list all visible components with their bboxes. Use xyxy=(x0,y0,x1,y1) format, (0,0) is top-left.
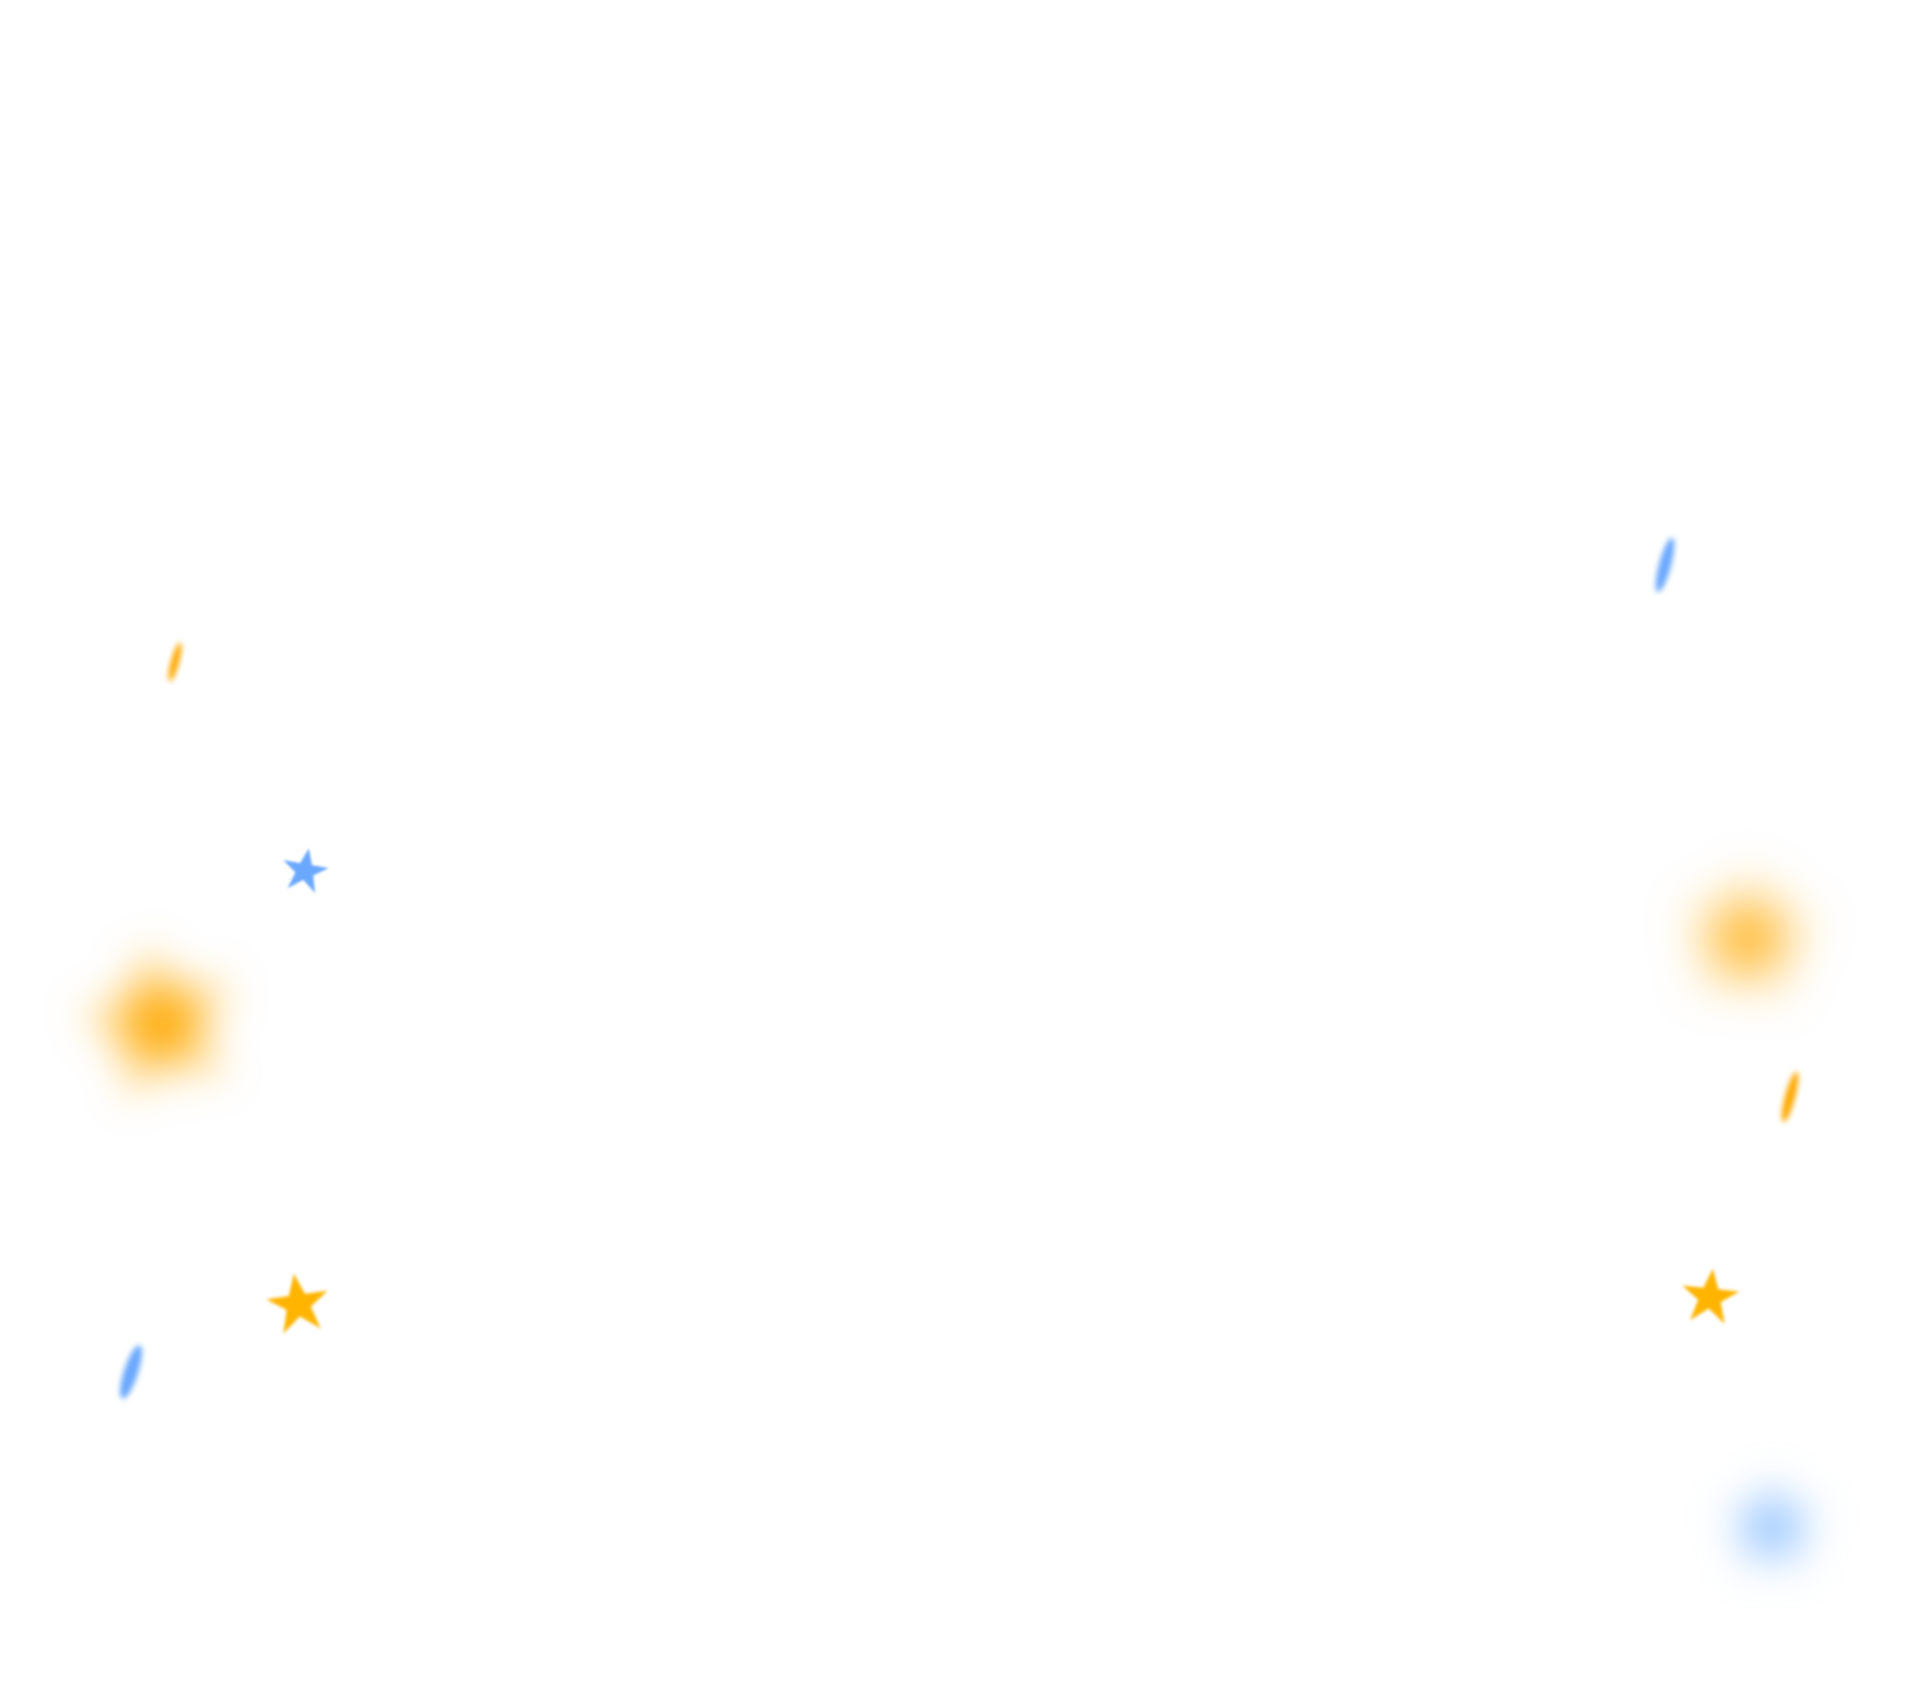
star-icon-orange-large-right xyxy=(1689,878,1809,993)
star-icon-orange-large-left xyxy=(84,951,228,1096)
star-icon-blue-left xyxy=(283,848,329,894)
sparkle-icon-blue-left xyxy=(120,1345,142,1399)
sparkle-icon-orange-small xyxy=(168,642,182,682)
star-icon-orange-left xyxy=(266,1273,328,1334)
star-icon-blue-bottom-right xyxy=(1723,1478,1821,1570)
sparkle-icon-blue-top-right xyxy=(1655,537,1675,593)
star-icon-orange-right xyxy=(1682,1268,1740,1324)
sparkle-icon-orange-right xyxy=(1781,1071,1799,1123)
